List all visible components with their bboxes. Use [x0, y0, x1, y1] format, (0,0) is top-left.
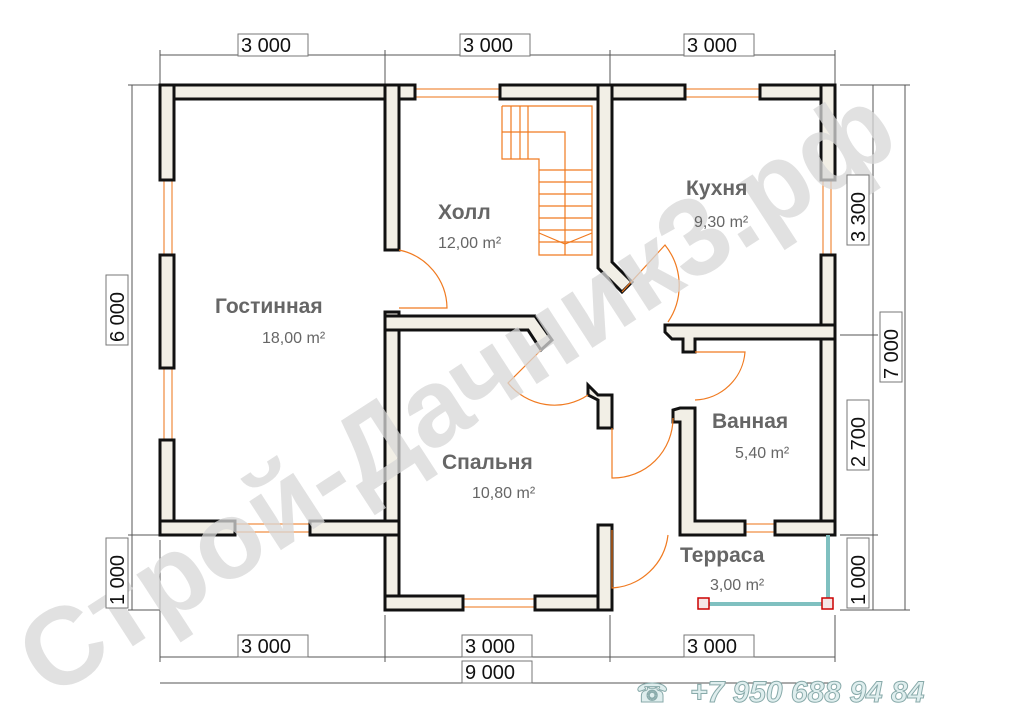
svg-text:3 300: 3 300 [848, 192, 870, 242]
svg-text:3 000: 3 000 [241, 636, 291, 658]
room-area-bedroom: 10,80 m² [472, 485, 536, 502]
staircase [501, 105, 593, 256]
svg-text:3 000: 3 000 [241, 35, 291, 57]
room-area-hall: 12,00 m² [438, 235, 502, 252]
svg-text:3 000: 3 000 [687, 636, 737, 658]
svg-text:3 000: 3 000 [463, 35, 513, 57]
doors [398, 244, 746, 589]
svg-text:3 000: 3 000 [687, 35, 737, 57]
svg-text:2 700: 2 700 [848, 417, 870, 467]
room-area-kitchen: 9,30 m² [694, 214, 749, 231]
svg-text:7 000: 7 000 [881, 329, 903, 379]
room-name-living: Гостинная [215, 295, 323, 318]
room-name-terrace: Терраса [680, 544, 765, 567]
svg-text:9 000: 9 000 [465, 662, 515, 684]
room-area-living: 18,00 m² [262, 330, 326, 347]
room-name-bathroom: Ванная [712, 410, 788, 433]
terrace-railing [697, 535, 834, 610]
room-name-bedroom: Спальня [442, 451, 533, 474]
svg-text:1 000: 1 000 [107, 555, 129, 605]
svg-text:1 000: 1 000 [848, 555, 870, 605]
room-name-hall: Холл [438, 201, 491, 224]
watermark: Строй-Дачник3.рф [0, 63, 916, 720]
phone-icon: ☎ [636, 678, 668, 708]
room-area-bathroom: 5,40 m² [735, 445, 790, 462]
svg-text:6 000: 6 000 [107, 292, 129, 342]
svg-text:3 000: 3 000 [465, 636, 515, 658]
walls [158, 83, 837, 612]
room-name-kitchen: Кухня [686, 177, 747, 200]
room-area-terrace: 3,00 m² [710, 577, 765, 594]
dimension-labels: 3 000 3 000 3 000 3 000 3 000 3 000 9 00… [105, 33, 903, 684]
phone-number: +7 950 688 94 84 [690, 676, 925, 709]
